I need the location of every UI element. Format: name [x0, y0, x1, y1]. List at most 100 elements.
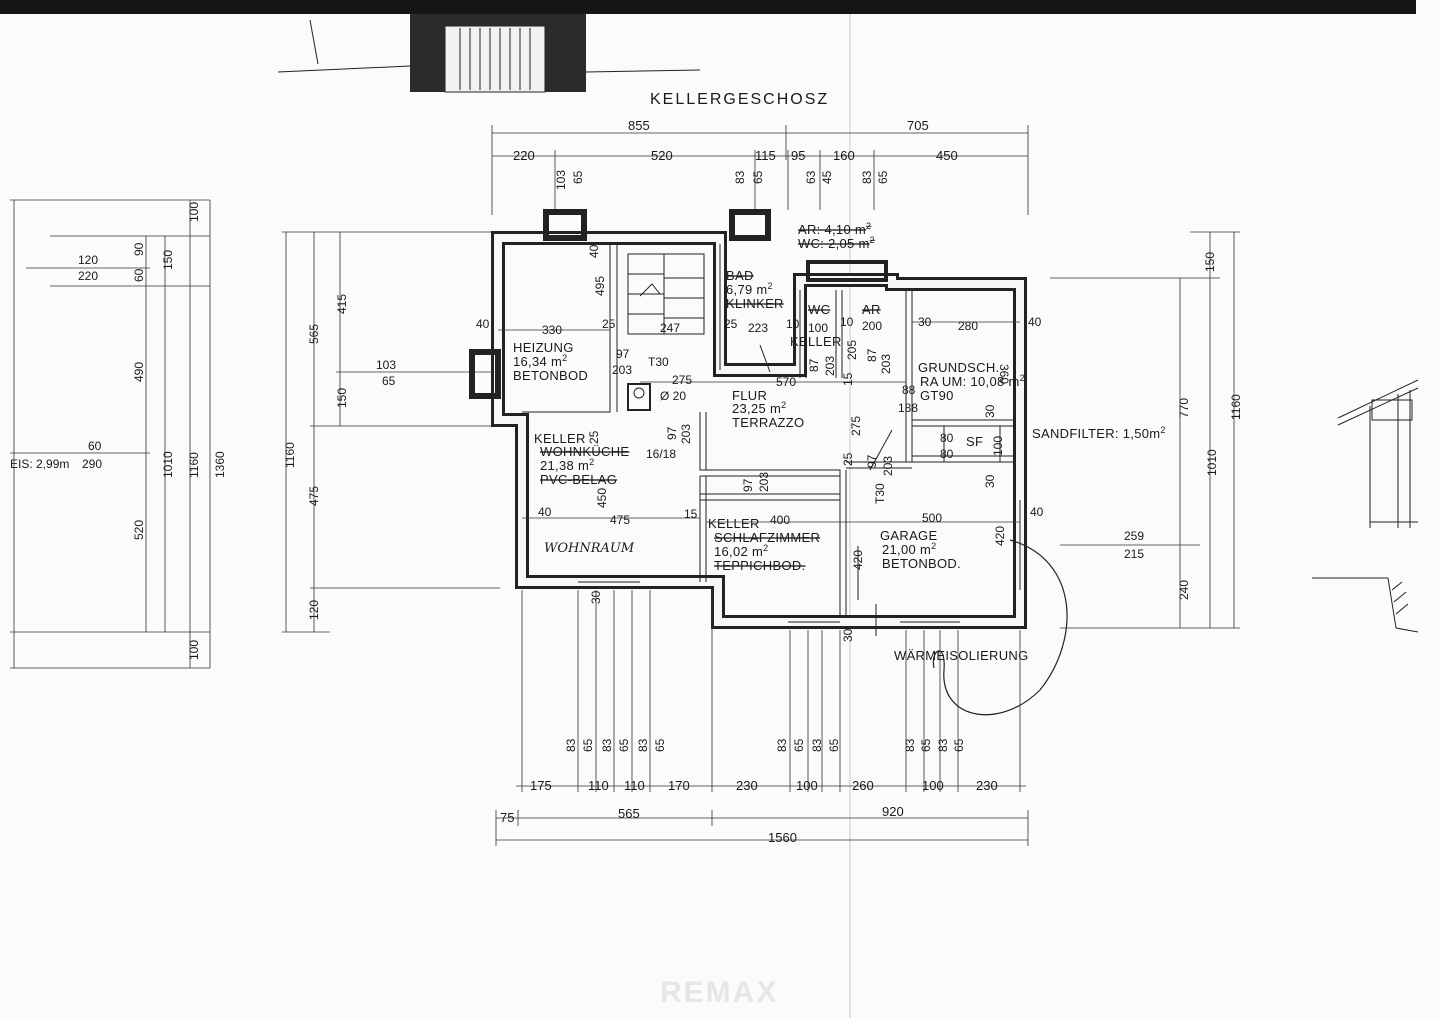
room-flur: FLUR 23,25 m2 TERRAZZO	[732, 388, 804, 430]
dim-bottom-v-83c: 83	[636, 738, 650, 752]
dim-top-855: 855	[628, 118, 650, 133]
dim-16-18: 16/18	[646, 447, 676, 461]
dim-top-95: 95	[791, 148, 805, 163]
dim-t30b: T30	[873, 483, 887, 504]
dim-mid-150: 150	[335, 388, 349, 408]
room-garage: GARAGE 21,00 m2 BETONBOD.	[880, 528, 961, 571]
dim-475: 475	[610, 513, 630, 527]
dim-right-215: 215	[1124, 547, 1144, 561]
dim-30e: 30	[841, 628, 855, 642]
dim-30b: 30	[983, 404, 997, 418]
dim-top-220: 220	[513, 148, 535, 163]
dim-top-v-83a: 83	[733, 170, 747, 184]
room-bad-area: 6,79 m2	[726, 281, 773, 297]
dim-top-160: 160	[833, 148, 855, 163]
dim-500: 500	[922, 511, 942, 525]
sandfilter-label: SANDFILTER: 1,50m2	[1032, 425, 1166, 441]
room-wohnkueche: KELLER WOHNKÜCHE 21,38 m2 PVC-BELAG WOHN…	[534, 431, 635, 556]
dim-bottom-v-83f: 83	[903, 738, 917, 752]
dim-bottom-170: 170	[668, 778, 690, 793]
dim-97b: 97	[665, 426, 679, 440]
room-schlafzimmer: KELLER SCHLAFZIMMER 16,02 m2 TEPPICHBOD.	[708, 516, 820, 573]
dim-bottom-110b: 110	[624, 778, 645, 793]
room-keller-small-name: KELLER	[790, 334, 842, 349]
dim-100b: 100	[991, 436, 1005, 456]
wc-area-line: WC: 2,05 m2	[798, 235, 875, 251]
dim-diameter-20: Ø 20	[660, 389, 686, 403]
bottom-dimensions: 175 110 110 170 230 100 260 100 230 75 5…	[495, 590, 1029, 846]
room-wohnkueche-area: 21,38 m2	[540, 457, 594, 473]
dim-bottom-110a: 110	[588, 778, 609, 793]
dim-203b: 203	[823, 356, 837, 376]
dim-203c: 203	[879, 354, 893, 374]
dim-30a: 30	[918, 315, 932, 329]
dim-left-290: 290	[82, 457, 102, 471]
dim-87a: 87	[807, 358, 821, 372]
dim-right-770: 770	[1177, 398, 1191, 418]
dim-25d: 25	[587, 430, 601, 444]
dim-left-490: 490	[132, 362, 146, 382]
dim-280: 280	[958, 319, 978, 333]
dim-window-65: 65	[382, 374, 396, 388]
dim-275b: 275	[849, 416, 863, 436]
dim-left-60b: 60	[88, 439, 102, 453]
dim-top-v-45: 45	[820, 170, 834, 184]
dim-mid-565: 565	[307, 324, 321, 344]
room-flur-floor: TERRAZZO	[732, 415, 804, 430]
room-wohnraum-handwritten: WOHNRAUM	[544, 541, 635, 556]
dim-bottom-v-65g: 65	[952, 738, 966, 752]
dim-495: 495	[593, 276, 607, 296]
dim-right-150: 150	[1203, 252, 1217, 272]
dim-bottom-v-83a: 83	[564, 738, 578, 752]
dim-top-v-65c: 65	[876, 170, 890, 184]
room-heizung-name: HEIZUNG	[513, 340, 574, 355]
room-schlafzimmer-name1: KELLER	[708, 516, 760, 531]
room-wc-name: WC	[808, 302, 830, 317]
dim-203d: 203	[679, 424, 693, 444]
dim-left-120: 120	[78, 253, 98, 267]
ar-wc-area: AR: 4,10 m2 WC: 2,05 m2	[798, 221, 875, 251]
dim-40d: 40	[538, 505, 552, 519]
dim-bottom-v-65d: 65	[792, 738, 806, 752]
dim-top-v-103: 103	[554, 170, 568, 190]
interior-dimensions: 330 40 25 495 40 247 25 223 10 100 10 20…	[476, 244, 1044, 642]
dim-top-v-65a: 65	[571, 170, 585, 184]
dim-left-150: 150	[161, 250, 175, 270]
dim-mid-1160: 1160	[283, 442, 297, 468]
dim-247: 247	[660, 321, 680, 335]
dim-97c: 97	[865, 454, 879, 468]
room-schlafzimmer-name2: SCHLAFZIMMER	[714, 530, 820, 545]
dim-bottom-565: 565	[618, 806, 640, 821]
dim-bottom-175: 175	[530, 778, 552, 793]
dim-bottom-v-65e: 65	[827, 738, 841, 752]
watermark: REMAX	[660, 976, 778, 1009]
dim-570: 570	[776, 375, 796, 389]
dim-bottom-v-65b: 65	[617, 738, 631, 752]
dim-left-220: 220	[78, 269, 98, 283]
dim-top-705: 705	[907, 118, 929, 133]
dim-40a: 40	[476, 317, 490, 331]
room-garage-floor: BETONBOD.	[882, 556, 961, 571]
room-bad: BAD 6,79 m2 KLINKER	[726, 268, 783, 311]
dim-203e: 203	[881, 456, 895, 476]
dim-25c: 25	[841, 452, 855, 466]
left-dimensions: 100 90 60 150 490 1010 1160 1360 520 100…	[10, 199, 500, 669]
top-edge	[0, 0, 1416, 14]
dim-top-115: 115	[755, 148, 776, 163]
insulation-scribble	[932, 539, 1068, 716]
dim-mid-415: 415	[335, 294, 349, 314]
elevation-fragment-top	[277, 14, 701, 93]
waermeisolierung-label: WÄRMEISOLIERUNG	[894, 648, 1029, 663]
dim-right-1160: 1160	[1229, 394, 1243, 420]
dim-40c: 40	[1028, 315, 1042, 329]
dim-bottom-v-83b: 83	[600, 738, 614, 752]
dim-223: 223	[748, 321, 768, 335]
dim-203f: 203	[757, 472, 771, 492]
room-heizung: HEIZUNG 16,34 m2 BETONBOD	[513, 340, 588, 383]
dim-right-240: 240	[1177, 580, 1191, 600]
dim-bottom-v-65c: 65	[653, 738, 667, 752]
room-wohnkueche-name1: KELLER	[534, 431, 586, 446]
dim-left-90: 90	[132, 242, 146, 256]
dim-top-520: 520	[651, 148, 673, 163]
dim-30c: 30	[983, 474, 997, 488]
